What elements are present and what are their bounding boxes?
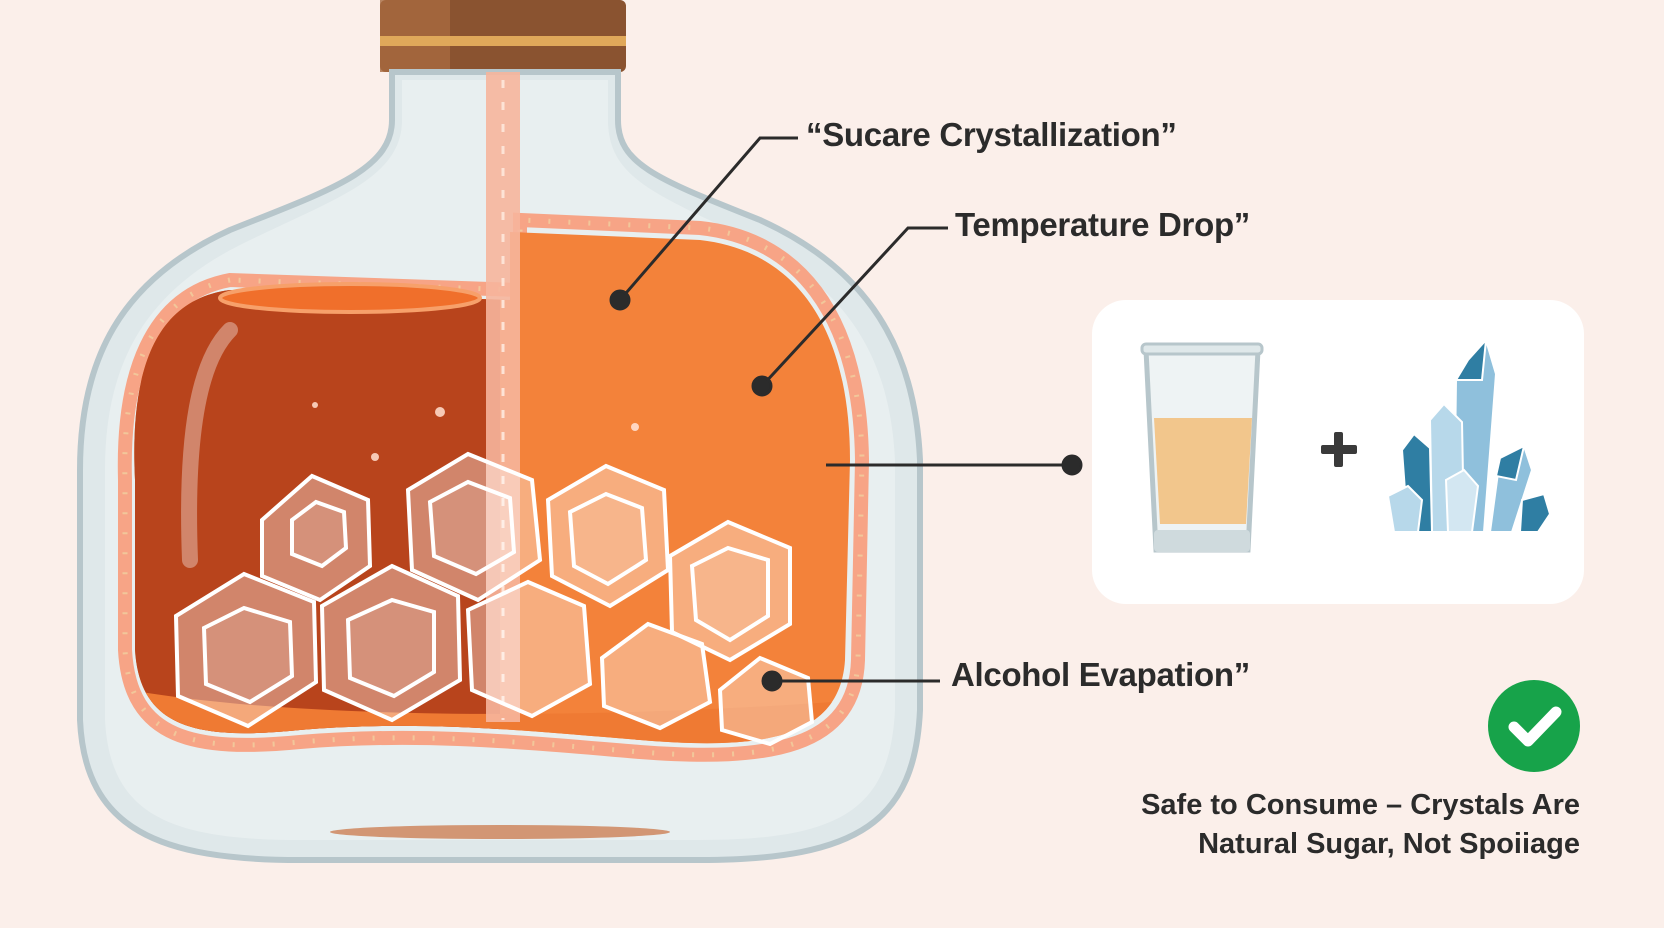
leader-lines [609, 136, 1083, 692]
alcohol-evaporation-label: Alcohol Evapation” [951, 656, 1250, 693]
safety-note-line-2: Natural Sugar, Not Spoiiage [1198, 828, 1580, 860]
check-icon [1508, 706, 1562, 747]
glass-plus-crystals-card [1092, 300, 1584, 604]
sugar-crystals [173, 451, 815, 747]
check-badge [1488, 680, 1580, 772]
safety-note-line-1: Safe to Consume – Crystals Are [1141, 789, 1580, 821]
temperature-drop-label: Temperature Drop” [955, 206, 1251, 243]
crystallization-label: “Sucare Crystallization” [806, 116, 1177, 153]
cork-icon [380, 0, 626, 72]
glass-plus-crystals-illustration [1140, 337, 1552, 553]
safety-note: Safe to Consume – Crystals Are Natural S… [1141, 786, 1580, 864]
plus-icon [1321, 432, 1357, 467]
glass-icon [1140, 342, 1264, 553]
crystal-cluster-icon [1386, 337, 1552, 533]
